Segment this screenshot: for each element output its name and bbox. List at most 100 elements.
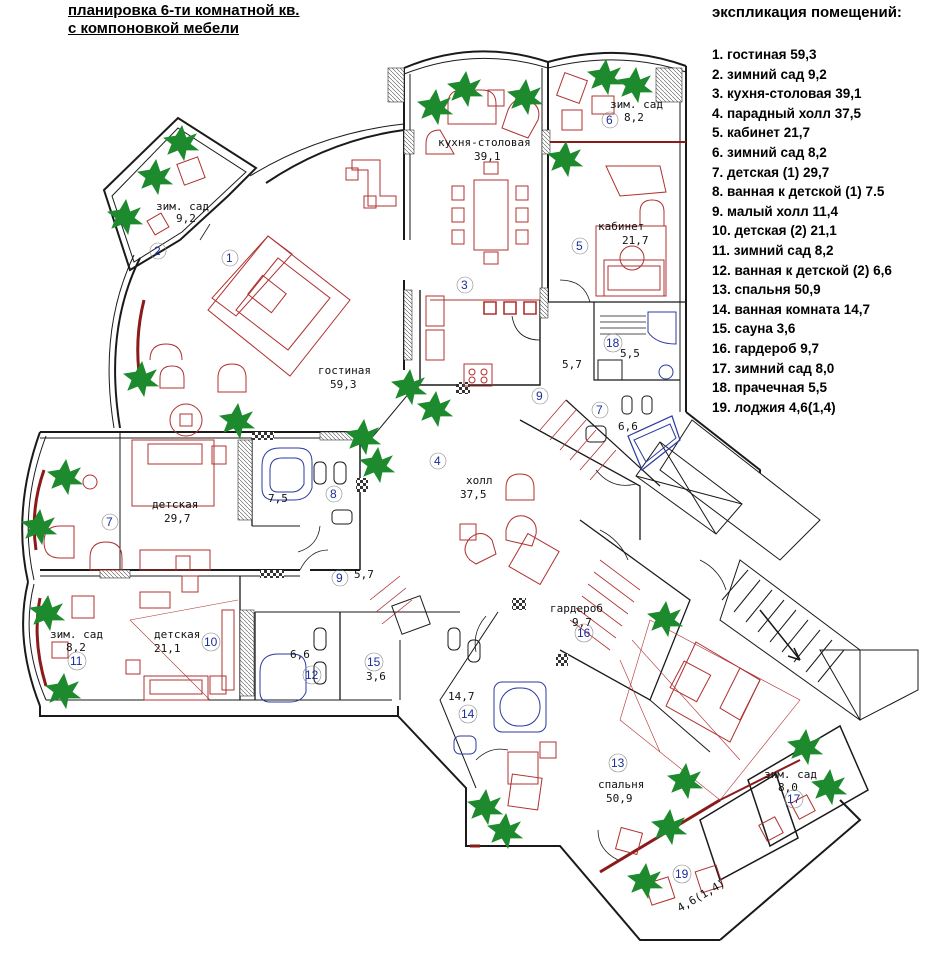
room-number-19: 19 (675, 867, 689, 881)
legend-item: 1. гостиная 59,3 (712, 47, 817, 62)
room-area-4: 37,5 (460, 488, 487, 501)
legend-item: 3. кухня-столовая 39,1 (712, 86, 862, 102)
room-area-7: 29,7 (164, 512, 191, 525)
children-room-2-sofa (143, 675, 209, 701)
room-name-10: детская (154, 628, 200, 641)
room-number-11: 11 (70, 654, 83, 668)
room-area-14: 14,7 (448, 690, 475, 703)
room-number-3: 3 (461, 278, 468, 292)
room-name-6: зим. сад (610, 98, 663, 111)
room-area-6: 8,2 (624, 111, 644, 124)
room-area-13: 50,9 (606, 792, 633, 805)
room-name-17: зим. сад (764, 768, 817, 781)
cabinet-desk (595, 165, 667, 297)
bathtub-12 (259, 653, 307, 703)
legend-item: 6. зимний сад 8,2 (712, 144, 827, 160)
room-name-16: гардероб (550, 602, 603, 615)
legend-item: 18. прачечная 5,5 (712, 380, 827, 396)
room-number-13: 13 (611, 756, 625, 770)
room-number-10: 10 (204, 635, 218, 649)
room-name-11: зим. сад (50, 628, 103, 641)
legend-list: 1. гостиная 59,3 2. зимний сад 9,2 3. кухн… (712, 45, 940, 417)
room-area-2: 9,2 (176, 212, 196, 225)
door-swings (199, 223, 727, 861)
room-number-5: 5 (576, 239, 583, 253)
room-number-2: 2 (154, 244, 161, 258)
dining-table (473, 179, 509, 251)
jacuzzi (493, 681, 547, 733)
room-area-9b: 5,7 (354, 568, 374, 581)
legend-item: 14. ванная комната 14,7 (712, 301, 871, 317)
children-room-1-bed (131, 439, 215, 507)
room-number-15: 15 (367, 655, 381, 669)
living-room-sofa-set (207, 235, 351, 377)
sanitary-fixtures (259, 311, 681, 755)
room-number-4: 4 (434, 454, 441, 468)
room-name-3: кухня-столовая (438, 136, 531, 149)
room-area-7b: 6,6 (618, 420, 638, 433)
legend-item: 19. лоджия 4,6(1,4) (712, 399, 836, 415)
room-area-12: 6,6 (290, 648, 310, 661)
legend-item: 9. малый холл 11,4 (712, 203, 838, 219)
room-name-2: зим. сад (156, 200, 209, 213)
room-number-7: 7 (106, 515, 113, 529)
living-room-left-wall (114, 257, 141, 429)
legend-item: 12. ванная к детской (2) 6,6 (712, 262, 892, 278)
room-number-7b: 7 (596, 403, 603, 417)
room-area-5: 21,7 (622, 234, 649, 247)
bathtub-8 (261, 447, 313, 501)
room-area-18: 5,5 (620, 347, 640, 360)
plan-title: планировка 6-ти комнатной кв. (68, 2, 300, 19)
wall-columns (99, 67, 683, 697)
room-number-6: 6 (606, 113, 613, 127)
legend-item: 15. сауна 3,6 (712, 321, 796, 337)
legend-item: 16. гардероб 9,7 (712, 340, 819, 356)
room-area-8: 7,5 (268, 492, 288, 505)
room-number-1: 1 (226, 251, 233, 265)
plants (21, 59, 848, 900)
room-name-1: гостиная (318, 364, 371, 377)
furniture (43, 71, 816, 906)
room-area-9a: 5,7 (562, 358, 582, 371)
legend-item: 7. детская (1) 29,7 (712, 164, 830, 180)
outer-walls (21, 50, 862, 941)
room-area-3: 39,1 (474, 150, 501, 163)
room-area-16: 9,7 (572, 616, 592, 629)
legend-title: экспликация помещений: (712, 4, 902, 21)
room-name-4: холл (466, 474, 493, 487)
legend-item: 11. зимний сад 8,2 (712, 242, 834, 258)
room-area-17: 8,0 (778, 781, 798, 794)
staircase (635, 419, 919, 721)
room-name-13: спальня (598, 778, 644, 791)
room-number-9b: 9 (336, 571, 343, 585)
plan-subtitle: с компоновкой мебели (68, 20, 240, 37)
room-number-18: 18 (606, 336, 620, 350)
master-bed (619, 619, 801, 801)
room-area-15: 3,6 (366, 670, 386, 683)
room-area-19: 4,6(1,4) (675, 877, 727, 915)
legend-item: 2. зимний сад 9,2 (712, 66, 827, 82)
room-number-12: 12 (305, 668, 319, 682)
room-number-9a: 9 (536, 389, 543, 403)
legend-item: 8. ванная к детской (1) 7.5 (712, 184, 885, 200)
room-number-16: 16 (577, 626, 591, 640)
room-name-7: детская (152, 498, 198, 511)
legend-item: 13. спальня 50,9 (712, 282, 821, 298)
legend-item: 4. парадный холл 37,5 (712, 105, 861, 121)
legend-item: 10. детская (2) 21,1 (712, 223, 837, 239)
children-room-left-wall (21, 431, 41, 583)
legend-item: 17. зимний сад 8,0 (712, 360, 835, 376)
kitchen-top-wall (403, 50, 549, 69)
room-area-11: 8,2 (66, 641, 86, 654)
dining-chairs (451, 161, 529, 265)
room-number-14: 14 (461, 707, 475, 721)
legend-item: 5. кабинет 21,7 (712, 125, 811, 141)
room-number-8: 8 (330, 487, 337, 501)
living-room-outer-wall (265, 129, 405, 184)
room-area-1: 59,3 (330, 378, 357, 391)
room-area-10: 21,1 (154, 642, 181, 655)
room-legend: экспликация помещений: 1. гостиная 59,3 2… (712, 4, 940, 417)
room-number-17: 17 (787, 792, 801, 806)
wardrobe-racks (369, 399, 641, 651)
